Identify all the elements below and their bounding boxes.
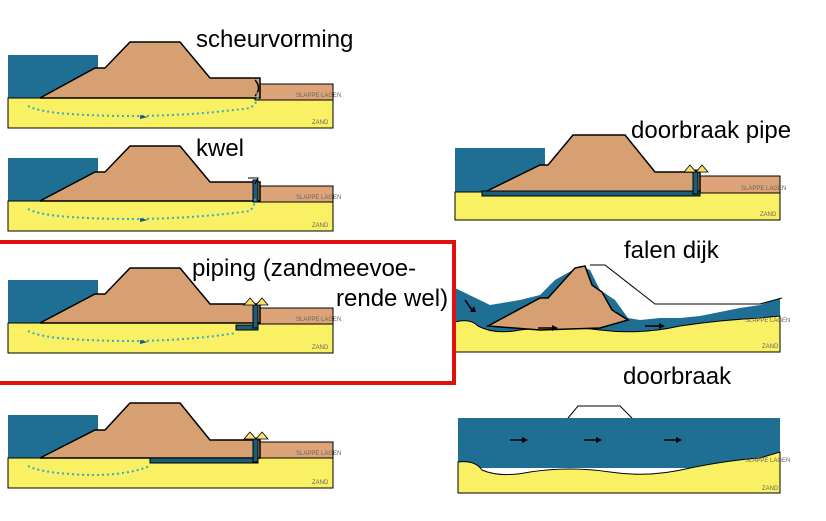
panel-doorbraak: SLAPPE LAGEN ZAND doorbraak	[457, 363, 790, 494]
layer-label-zand: ZAND	[762, 344, 779, 350]
panel-piping: SLAPPE LAGEN ZAND piping (zandmeevoe- re…	[7, 255, 448, 354]
label-scheurvorming: scheurvorming	[196, 26, 353, 53]
label-doorbraak-pipe: doorbraak pipe	[631, 117, 791, 144]
flow-arrow	[140, 340, 148, 344]
flow-arrow	[140, 115, 148, 119]
sand-layer	[7, 322, 334, 354]
panel-doorbraak-pipe: SLAPPE LAGEN ZAND doorbraak pipe	[454, 117, 791, 221]
water-body	[458, 418, 780, 468]
flow-arrow	[140, 218, 148, 222]
seepage-path	[27, 330, 237, 342]
layer-label-zand: ZAND	[312, 120, 329, 126]
failed-dike	[485, 265, 630, 331]
layer-label-slappe-lagen: SLAPPE LAGEN	[745, 458, 790, 464]
layer-label-slappe-lagen: SLAPPE LAGEN	[296, 317, 341, 323]
sand-layer	[454, 191, 781, 221]
layer-label-slappe-lagen: SLAPPE LAGEN	[741, 186, 786, 192]
label-doorbraak: doorbraak	[623, 363, 732, 390]
label-piping-line2: rende wel)	[336, 285, 448, 312]
dike-body	[484, 134, 701, 193]
well-head	[248, 177, 259, 185]
label-falen-dijk: falen dijk	[624, 237, 720, 264]
sand-boil-mound	[683, 164, 709, 173]
panel-kwel: SLAPPE LAGEN ZAND kwel	[7, 135, 341, 232]
panel-pipe-growth: SLAPPE LAGEN ZAND	[7, 402, 341, 489]
sand-boil-mound	[243, 431, 269, 440]
panel-falen-dijk: SLAPPE LAGEN ZAND falen dijk	[454, 237, 790, 353]
sand-boil-well	[252, 437, 259, 463]
seepage-path	[27, 465, 151, 476]
sand-boil-well	[252, 303, 259, 329]
layer-label-slappe-lagen: SLAPPE LAGEN	[296, 195, 341, 201]
dike-body	[39, 402, 261, 459]
layer-label-slappe-lagen: SLAPPE LAGEN	[296, 93, 341, 99]
layer-label-zand: ZAND	[760, 212, 777, 218]
sand-layer	[7, 97, 334, 129]
flow-arrow-head	[470, 306, 476, 312]
pipe-channel	[149, 457, 259, 464]
original-dike-outline	[590, 264, 783, 305]
layer-label-zand: ZAND	[312, 480, 329, 486]
original-dike-outline	[567, 405, 633, 419]
sand-layer	[7, 200, 334, 232]
highlight-box	[0, 240, 456, 385]
layer-label-slappe-lagen: SLAPPE LAGEN	[296, 451, 341, 457]
layer-label-slappe-lagen: SLAPPE LAGEN	[745, 318, 790, 324]
flow-arrow-head	[552, 325, 558, 331]
flow-arrow-head	[659, 323, 665, 329]
sand-boil-mound	[243, 297, 269, 306]
flow-arrow-head	[596, 437, 602, 443]
dike-body	[39, 41, 261, 99]
pipe-channel	[481, 190, 701, 197]
flow-arrow-head	[676, 437, 682, 443]
dike-body	[39, 145, 261, 202]
layer-label-zand: ZAND	[762, 486, 779, 492]
panel-scheurvorming: SLAPPE LAGEN ZAND scheurvorming	[7, 26, 353, 129]
seepage-well	[252, 179, 259, 203]
sand-boil-well	[692, 169, 699, 195]
sand-layer	[457, 451, 781, 494]
dike-body	[39, 267, 261, 324]
flow-arrow	[464, 299, 473, 311]
label-piping-line1: piping (zandmeevoe-	[192, 255, 416, 282]
layer-label-zand: ZAND	[312, 345, 329, 351]
flow-arrow-head	[522, 437, 528, 443]
crack-mark	[254, 79, 260, 97]
layer-label-zand: ZAND	[312, 223, 329, 229]
label-kwel: kwel	[196, 135, 244, 162]
